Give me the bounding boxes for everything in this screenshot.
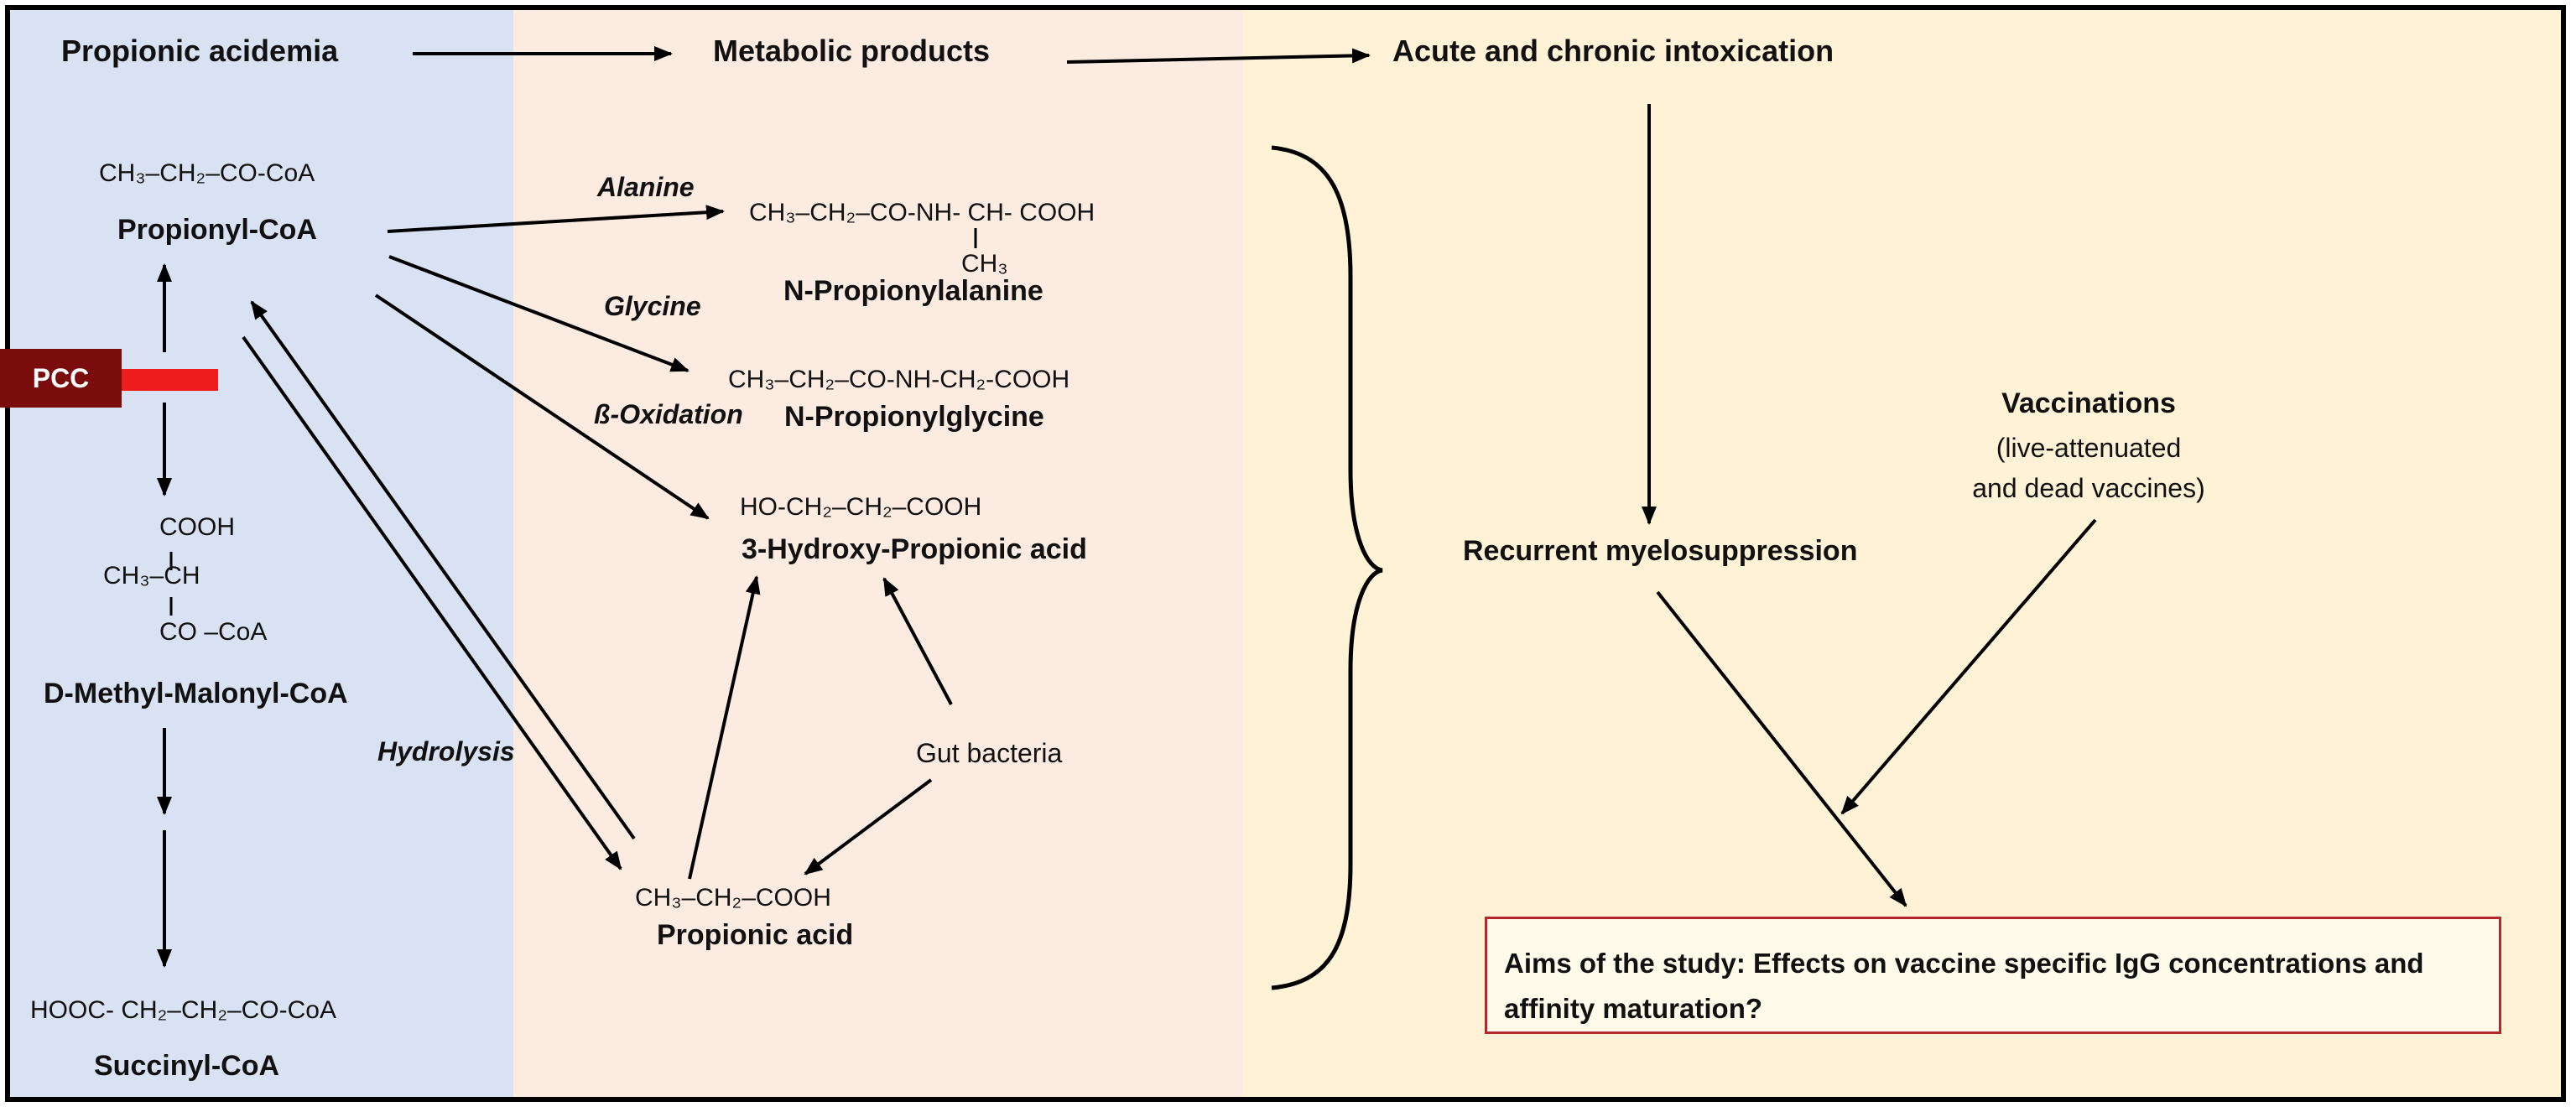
arrow-hydrolysis-forward <box>242 335 622 870</box>
propionylglycine-name: N-Propionylglycine <box>784 401 1044 433</box>
methylmalonyl-formula-line3: CO –CoA <box>159 618 268 646</box>
propionylalanine-formula: CH₃–CH₂–CO-NH- CH- COOH <box>749 199 1095 226</box>
gut-bacteria-label: Gut bacteria <box>916 738 1063 768</box>
beta-oxidation-label: ß-Oxidation <box>594 399 743 429</box>
methylmalonyl-formula-line2: CH₃–CH <box>103 562 200 590</box>
propionylalanine-methyl: CH₃ <box>961 250 1008 278</box>
arrow-hydrolysis-back <box>250 300 636 840</box>
vaccinations-sub1: (live-attenuated <box>1996 433 2182 463</box>
alanine-label: Alanine <box>597 172 695 202</box>
pcc-enzyme-block: PCC <box>0 349 122 408</box>
recurrent-myelosuppression: Recurrent myelosuppression <box>1463 535 1858 567</box>
propionylglycine-formula: CH₃–CH₂–CO-NH-CH₂-COOH <box>728 366 1070 393</box>
succinyl-coa-formula: HOOC- CH₂–CH₂–CO-CoA <box>30 996 336 1024</box>
propionyl-coa-formula: CH₃–CH₂–CO-CoA <box>99 159 315 187</box>
vaccinations-sub2: and dead vaccines) <box>1972 473 2205 503</box>
arrow-to-hydroxypropionic <box>374 294 710 520</box>
pcc-inhibition-bar <box>122 369 218 391</box>
arrow-propionic-to-hydroxy <box>688 575 761 880</box>
hydroxypropionic-name: 3-Hydroxy-Propionic acid <box>742 533 1087 565</box>
vaccinations-title: Vaccinations <box>2001 387 2176 419</box>
pcc-label: PCC <box>32 362 90 393</box>
arrow-to-alanine-product <box>387 205 725 233</box>
hydrolysis-label: Hydrolysis <box>377 736 515 766</box>
outer-frame <box>5 5 2566 1102</box>
arrow-to-glycine-product <box>388 255 690 372</box>
curly-brace <box>1271 145 1383 990</box>
header-propionic-acidemia: Propionic acidemia <box>61 34 339 68</box>
hydroxypropionic-formula: HO-CH₂–CH₂–COOH <box>740 493 982 521</box>
propionyl-coa-name: Propionyl-CoA <box>117 214 317 246</box>
intoxication-panel <box>1243 10 2561 1097</box>
aims-of-study-box: Aims of the study: Effects on vaccine sp… <box>1485 917 2501 1034</box>
header-intoxication: Acute and chronic intoxication <box>1392 34 1834 68</box>
arrow-gut-to-propionic <box>804 778 933 876</box>
aims-text: Aims of the study: Effects on vaccine sp… <box>1504 948 2424 1024</box>
metabolic-products-panel <box>513 10 1243 1097</box>
propionic-acid-name: Propionic acid <box>657 919 854 951</box>
arrow-myelo-to-aims <box>1656 590 1907 907</box>
methylmalonyl-coa-name: D-Methyl-Malonyl-CoA <box>44 678 348 709</box>
arrow-vaccines-to-aims <box>1840 518 2097 815</box>
arrow-products-to-intoxication <box>1066 48 1371 64</box>
glycine-label: Glycine <box>604 291 701 321</box>
propionic-acid-formula: CH₃–CH₂–COOH <box>635 884 831 912</box>
methylmalonyl-formula-line1: COOH <box>159 513 235 541</box>
propionylalanine-name: N-Propionylalanine <box>783 275 1043 307</box>
header-metabolic-products: Metabolic products <box>713 34 991 68</box>
arrow-gut-to-hydroxy <box>882 577 953 705</box>
succinyl-coa-name: Succinyl-CoA <box>94 1050 280 1082</box>
